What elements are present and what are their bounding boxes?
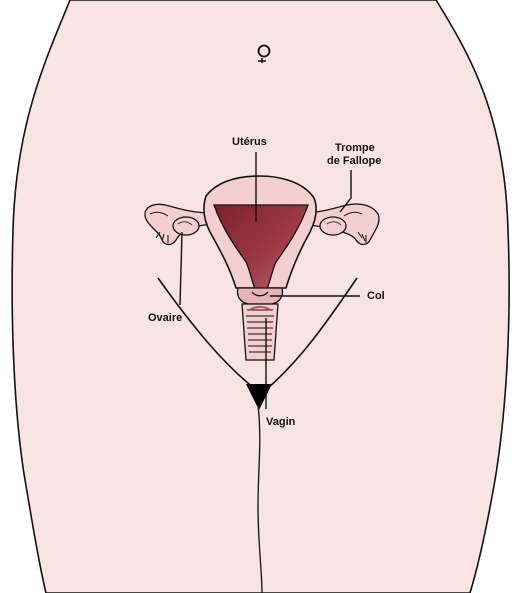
- ovary-right: [319, 216, 347, 236]
- label-fallopian-tube-line1: Trompe: [335, 142, 375, 154]
- vaginal-canal: [241, 303, 279, 361]
- ovary-left: [172, 216, 200, 236]
- label-uterus: Utérus: [232, 136, 267, 148]
- label-vagina: Vagin: [266, 416, 296, 428]
- label-fallopian-tube-line2: de Fallope: [327, 155, 382, 167]
- midline: [257, 404, 263, 593]
- female-symbol-icon: [257, 44, 271, 63]
- cervix: [236, 287, 284, 305]
- label-cervix: Col: [367, 290, 385, 302]
- leader-ovary: [179, 231, 183, 306]
- groin-line-right: [267, 277, 358, 389]
- leader-fallopian: [339, 170, 352, 213]
- groin-line-left: [157, 277, 255, 389]
- label-ovary: Ovaire: [148, 312, 183, 324]
